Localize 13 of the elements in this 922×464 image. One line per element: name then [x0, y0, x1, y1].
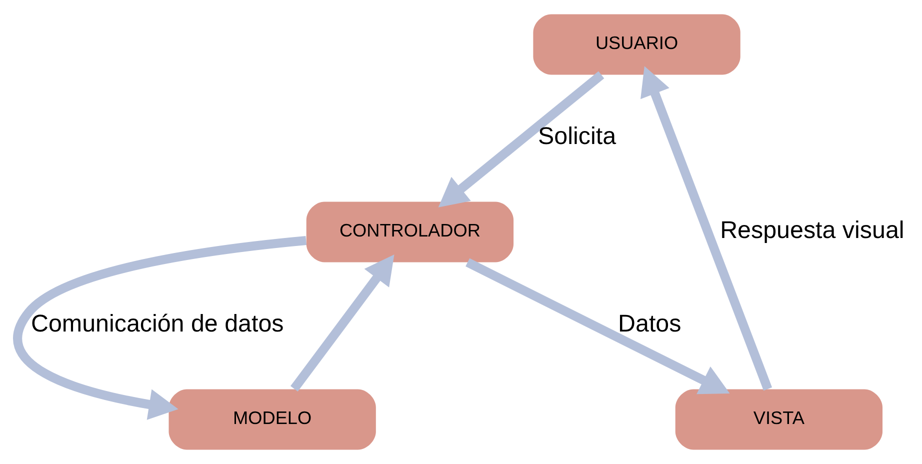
arrow — [640, 66, 772, 391]
edge-label: Solicita — [538, 122, 616, 150]
edge-label: Datos — [618, 310, 681, 338]
node-box: USUARIO — [532, 14, 740, 75]
node-box: MODELO — [168, 389, 376, 450]
arrow — [465, 258, 730, 394]
arrow — [12, 236, 306, 420]
node-box: CONTROLADOR — [306, 202, 514, 262]
arrow — [438, 71, 604, 208]
node-box: VISTA — [674, 389, 882, 450]
edge-label: Comunicación de datos — [30, 310, 284, 338]
edge-label: Respuesta visual — [720, 216, 904, 244]
arrow — [290, 254, 394, 392]
